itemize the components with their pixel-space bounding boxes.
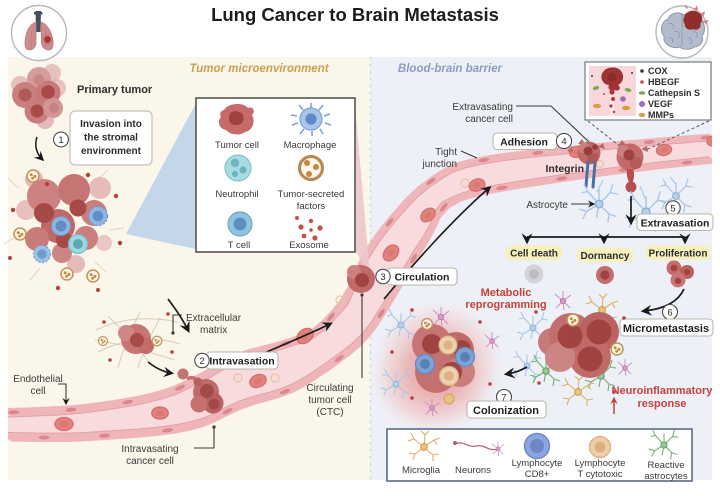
svg-text:Exosome: Exosome bbox=[289, 240, 329, 251]
svg-text:Neuroinflammatory: Neuroinflammatory bbox=[612, 385, 714, 397]
svg-text:cell: cell bbox=[30, 386, 45, 397]
svg-text:T cytotoxic: T cytotoxic bbox=[577, 469, 622, 480]
svg-text:Metabolic: Metabolic bbox=[481, 287, 532, 299]
svg-text:CD8+: CD8+ bbox=[525, 469, 550, 480]
svg-text:T cell: T cell bbox=[228, 240, 251, 251]
svg-text:Primary tumor: Primary tumor bbox=[77, 84, 153, 96]
svg-text:environment: environment bbox=[81, 146, 142, 157]
svg-text:MMPs: MMPs bbox=[648, 110, 674, 120]
svg-text:COX: COX bbox=[648, 66, 668, 76]
svg-text:3: 3 bbox=[380, 272, 385, 283]
svg-text:factors: factors bbox=[297, 201, 326, 212]
svg-text:reprogramming: reprogramming bbox=[465, 299, 546, 311]
svg-text:Cathepsin S: Cathepsin S bbox=[648, 88, 700, 98]
svg-text:Blood-brain barrier: Blood-brain barrier bbox=[398, 63, 503, 75]
svg-text:Extravasating: Extravasating bbox=[452, 102, 513, 113]
svg-text:Invasion into: Invasion into bbox=[80, 119, 142, 130]
svg-text:Micrometastasis: Micrometastasis bbox=[623, 323, 709, 335]
svg-text:Lymphocyte: Lymphocyte bbox=[512, 458, 563, 469]
svg-text:Lung Cancer to Brain Metastasi: Lung Cancer to Brain Metastasis bbox=[211, 4, 499, 25]
svg-text:Circulation: Circulation bbox=[395, 272, 450, 284]
svg-text:HBEGF: HBEGF bbox=[648, 77, 680, 87]
svg-text:1: 1 bbox=[58, 135, 63, 146]
svg-text:6: 6 bbox=[667, 308, 672, 319]
svg-text:Astrocyte: Astrocyte bbox=[526, 200, 568, 211]
svg-text:Intravasating: Intravasating bbox=[121, 444, 178, 455]
svg-text:Colonization: Colonization bbox=[473, 405, 539, 417]
svg-text:Extracellular: Extracellular bbox=[186, 313, 242, 324]
svg-text:astrocytes: astrocytes bbox=[644, 471, 688, 482]
svg-text:the stromal: the stromal bbox=[84, 133, 138, 144]
svg-text:Integrin: Integrin bbox=[546, 163, 585, 175]
svg-text:Adhesion: Adhesion bbox=[500, 137, 548, 149]
svg-text:Tight: Tight bbox=[435, 147, 457, 158]
svg-text:4: 4 bbox=[561, 137, 566, 148]
svg-text:Microglia: Microglia bbox=[402, 465, 441, 476]
svg-text:Endothelial: Endothelial bbox=[13, 374, 62, 385]
svg-text:Tumor-secreted: Tumor-secreted bbox=[278, 189, 345, 200]
svg-text:cancer cell: cancer cell bbox=[465, 114, 513, 125]
svg-text:Neurons: Neurons bbox=[455, 465, 491, 476]
svg-text:Circulating: Circulating bbox=[306, 383, 353, 394]
svg-text:Tumor microenvironment: Tumor microenvironment bbox=[189, 63, 329, 75]
svg-text:Macrophage: Macrophage bbox=[284, 140, 337, 151]
svg-text:(CTC): (CTC) bbox=[316, 407, 343, 418]
svg-text:Extravasation: Extravasation bbox=[641, 218, 710, 230]
svg-text:5: 5 bbox=[670, 204, 675, 215]
svg-text:Lymphocyte: Lymphocyte bbox=[575, 458, 626, 469]
svg-text:Proliferation: Proliferation bbox=[649, 249, 708, 260]
svg-text:matrix: matrix bbox=[200, 325, 227, 336]
svg-text:junction: junction bbox=[422, 159, 457, 170]
svg-text:cancer cell: cancer cell bbox=[126, 456, 174, 467]
svg-text:Neutrophil: Neutrophil bbox=[215, 189, 258, 200]
svg-text:7: 7 bbox=[501, 393, 506, 404]
svg-text:2: 2 bbox=[199, 356, 204, 367]
svg-text:Reactive: Reactive bbox=[648, 460, 685, 471]
svg-text:response: response bbox=[638, 398, 687, 410]
svg-text:Intravasation: Intravasation bbox=[209, 356, 274, 368]
svg-text:Dormancy: Dormancy bbox=[581, 251, 630, 262]
svg-text:Tumor cell: Tumor cell bbox=[215, 140, 259, 151]
svg-text:Cell death: Cell death bbox=[510, 249, 558, 260]
svg-text:VEGF: VEGF bbox=[648, 99, 673, 109]
svg-text:tumor cell: tumor cell bbox=[308, 395, 351, 406]
